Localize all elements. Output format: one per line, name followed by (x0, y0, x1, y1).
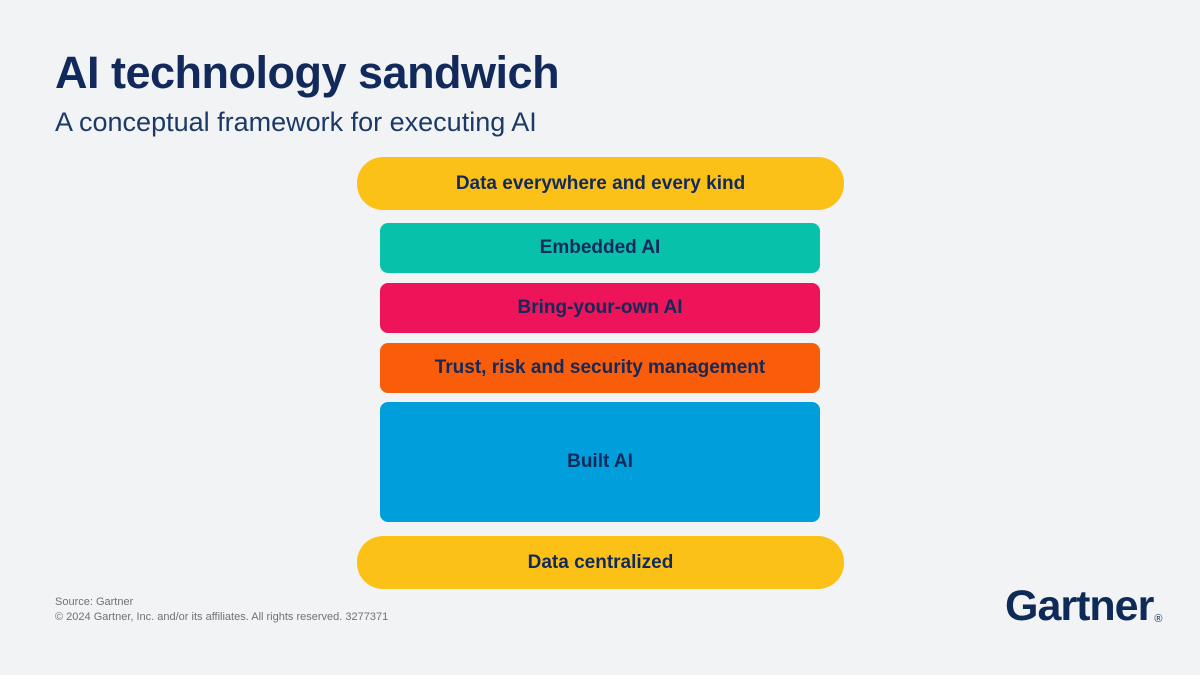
gartner-logo: Gartner® (1005, 582, 1163, 631)
source-line: Source: Gartner (55, 596, 134, 608)
layer-data-everywhere: Data everywhere and every kind (357, 157, 844, 210)
copyright-line: © 2024 Gartner, Inc. and/or its affiliat… (55, 611, 389, 623)
gartner-logo-text: Gartner (1005, 582, 1154, 630)
footer-notes: Source: Gartner © 2024 Gartner, Inc. and… (55, 595, 388, 625)
registered-trademark-mark: ® (1154, 613, 1163, 625)
page-subtitle: A conceptual framework for executing AI (55, 106, 537, 137)
layer-data-centralized: Data centralized (357, 536, 844, 589)
layer-trust-risk-security: Trust, risk and security management (380, 343, 820, 393)
layer-embedded-ai: Embedded AI (380, 223, 820, 273)
page-title: AI technology sandwich (55, 47, 560, 98)
layer-bring-your-own-ai: Bring-your-own AI (380, 283, 820, 333)
header: AI technology sandwich A conceptual fram… (55, 47, 560, 138)
layer-built-ai: Built AI (380, 402, 820, 522)
